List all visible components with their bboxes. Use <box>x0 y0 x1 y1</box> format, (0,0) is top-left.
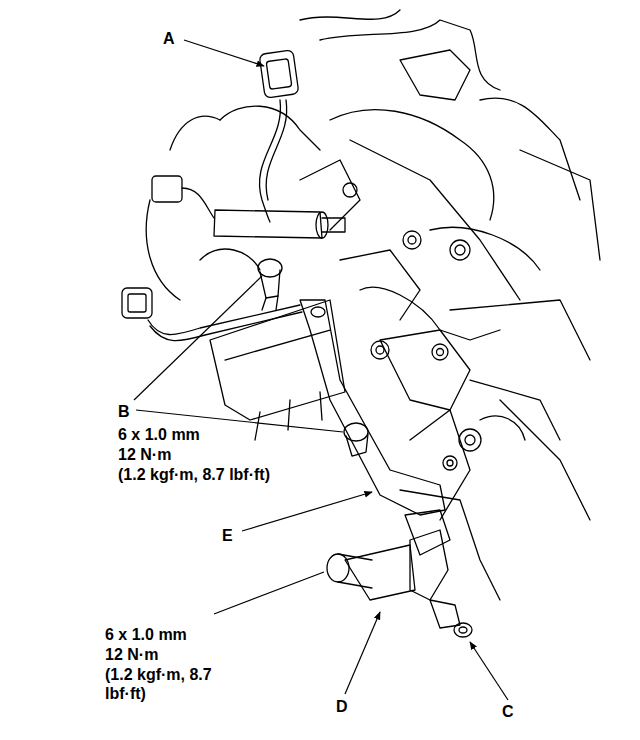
torque-spec: (1.2 kgf·m, 8.7 lbf·ft) <box>118 465 270 484</box>
label-text: (1.2 kgf·m, 8.7 lbf·ft) <box>105 666 212 702</box>
label-text: 12 N·m <box>118 446 171 463</box>
leader-line <box>184 40 264 66</box>
label-text: E <box>222 527 233 544</box>
torque-spec: 12 N·m <box>105 645 158 664</box>
callout-letter: A <box>163 29 175 48</box>
label-text: A <box>163 30 175 47</box>
torque-spec: 12 N·m <box>118 445 171 464</box>
leader-line <box>242 492 372 531</box>
leader-line <box>134 276 262 400</box>
callout-letter: C <box>502 702 514 721</box>
label-text: 6 x 1.0 mm <box>105 626 187 643</box>
label-text: D <box>336 698 348 715</box>
leader-line <box>470 642 508 700</box>
leader-line <box>345 612 380 694</box>
leader-line <box>214 572 324 614</box>
bolt-size: 6 x 1.0 mm <box>118 425 200 444</box>
label-text: 12 N·m <box>105 646 158 663</box>
label-text: B <box>118 403 130 420</box>
label-text: (1.2 kgf·m, 8.7 lbf·ft) <box>118 466 270 483</box>
callout-letter: B <box>118 402 130 421</box>
callout-letter: E <box>222 526 233 545</box>
label-text: C <box>502 703 514 720</box>
callout-letter: D <box>336 697 348 716</box>
bolt-size: 6 x 1.0 mm <box>105 625 187 644</box>
torque-spec: (1.2 kgf·m, 8.7 lbf·ft) <box>105 665 217 703</box>
label-text: 6 x 1.0 mm <box>118 426 200 443</box>
